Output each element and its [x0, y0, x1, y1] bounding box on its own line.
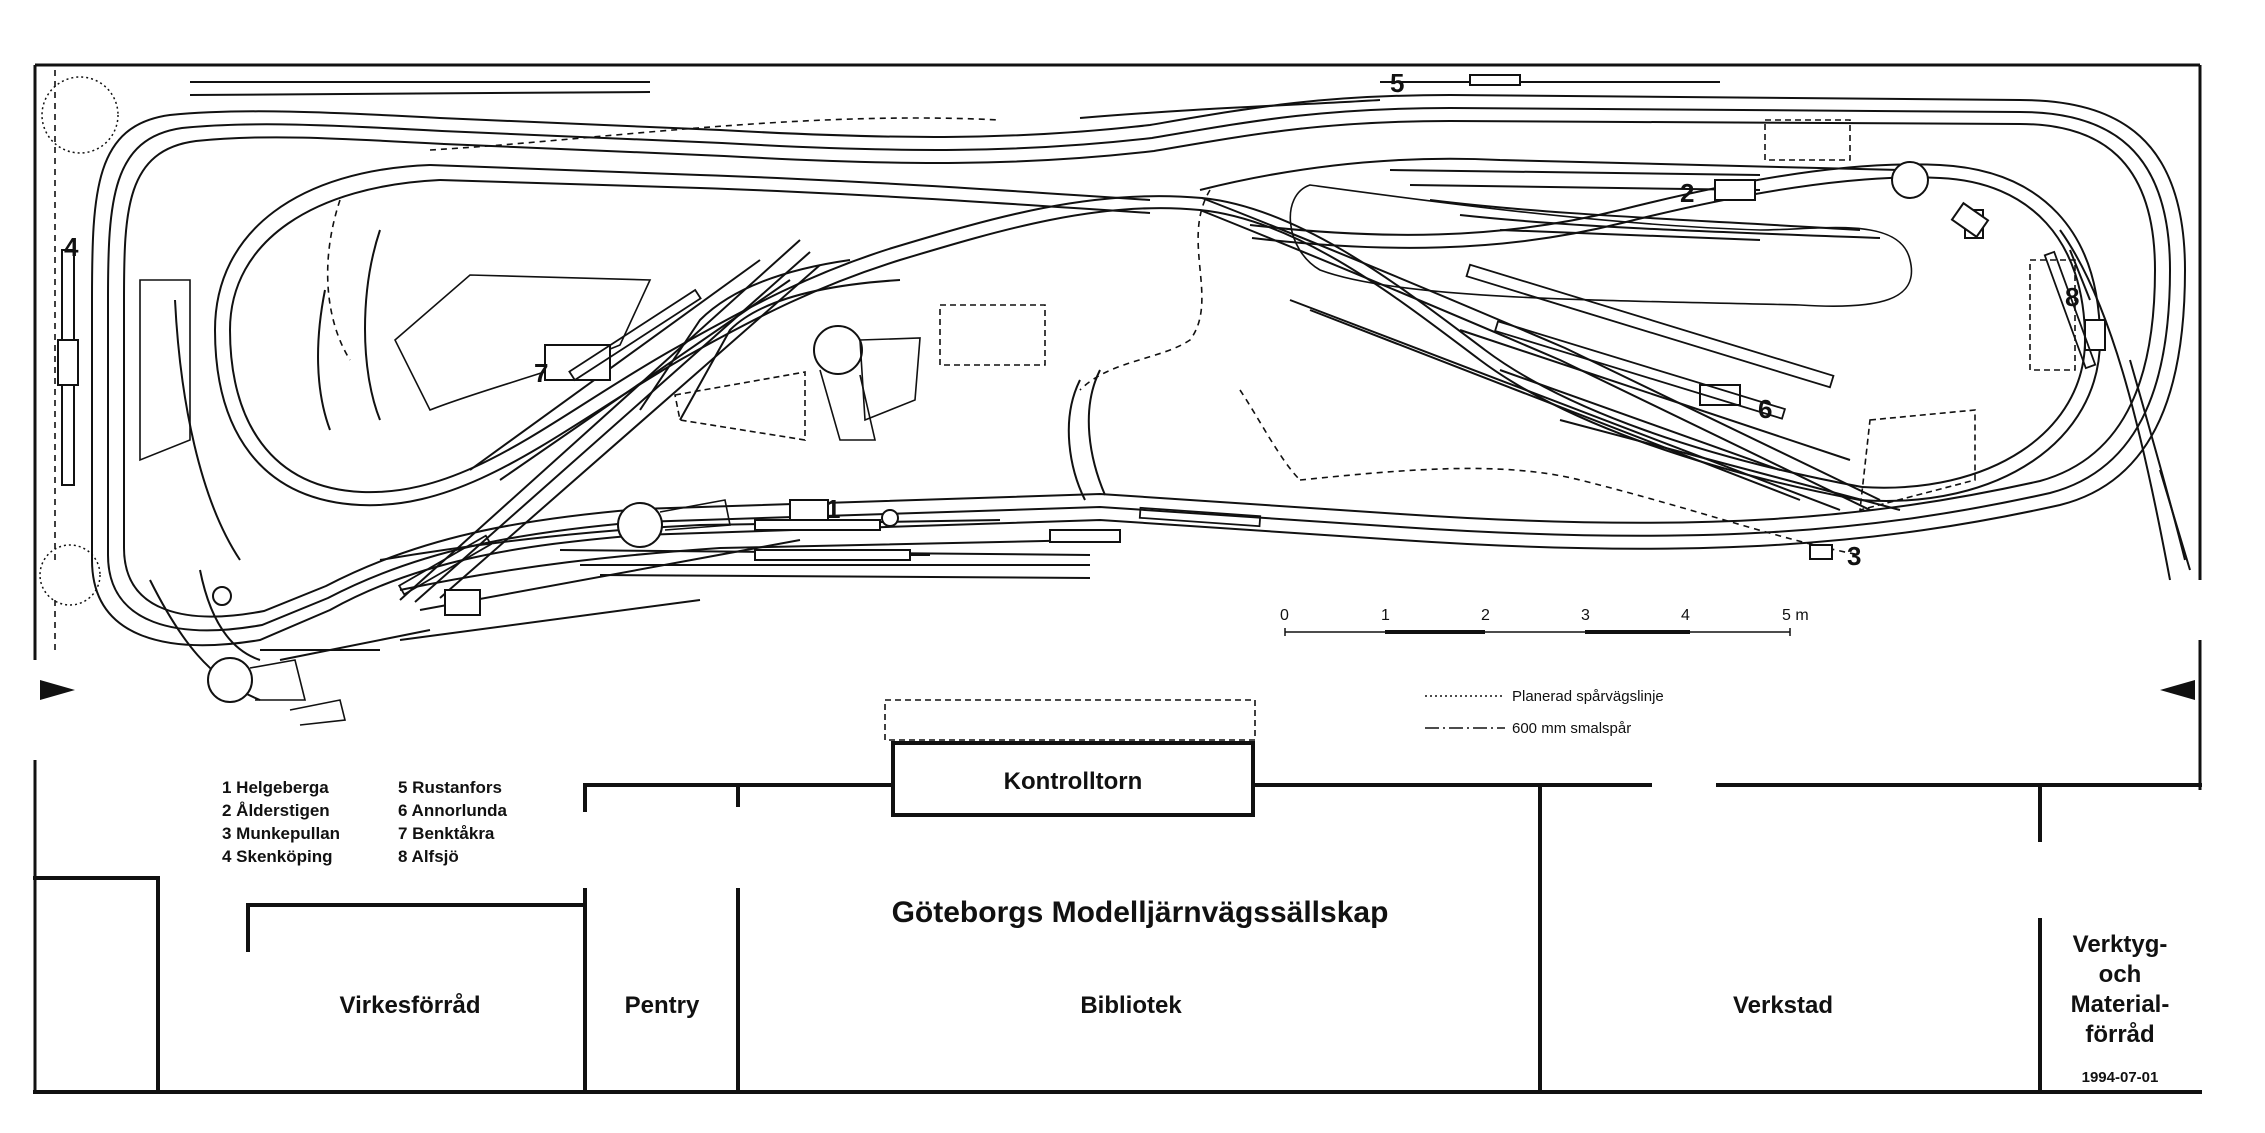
legend-station-4: 4 Skenköping [222, 847, 333, 866]
room-label-tool-store-2: och [2099, 961, 2142, 988]
arrow-right-icon [2160, 680, 2195, 700]
room-label-library: Bibliotek [1080, 992, 1182, 1019]
scale-tick-2: 2 [1481, 607, 1490, 624]
scale-tick-3: 3 [1581, 607, 1590, 624]
station-marker-5: 5 [1390, 68, 1404, 98]
room-label-tool-store-4: förråd [2085, 1021, 2154, 1048]
plan-date: 1994-07-01 [2082, 1069, 2159, 1086]
scenery-outlines [139, 184, 1913, 462]
station-marker-1: 1 [826, 494, 840, 524]
legend-station-2: 2 Ålderstigen [222, 801, 330, 820]
station-markers: 1 2 3 4 5 6 7 8 [64, 68, 2079, 571]
legend-planned-tram: Planerad spårvägslinje [1512, 688, 1664, 705]
legend-station-1: 1 Helgeberga [222, 778, 329, 797]
legend-station-5: 5 Rustanfors [398, 778, 502, 797]
legend-narrow-gauge: 600 mm smalspår [1512, 720, 1631, 737]
room-walls [33, 741, 2202, 1094]
room-label-pantry: Pentry [625, 992, 700, 1019]
layout-boundary [33, 63, 2202, 1092]
line-legend: Planerad spårvägslinje 600 mm smalspår [1425, 688, 1664, 737]
track-network [91, 81, 2191, 701]
station-marker-2: 2 [1680, 178, 1694, 208]
scale-tick-0: 0 [1280, 607, 1289, 624]
station-marker-3: 3 [1847, 541, 1861, 571]
room-label-lumber-store: Virkesförråd [340, 992, 481, 1019]
station-marker-6: 6 [1758, 394, 1772, 424]
dashed-buildings [674, 119, 2076, 741]
turntables [207, 161, 1929, 703]
legend-station-6: 6 Annorlunda [398, 801, 507, 820]
room-label-workshop: Verkstad [1733, 992, 1833, 1019]
legend-station-3: 3 Munkepullan [222, 824, 340, 843]
station-legend: 1 Helgeberga 2 Ålderstigen 3 Munkepullan… [222, 778, 507, 866]
scale-tick-4: 4 [1681, 607, 1690, 624]
station-marker-8: 8 [2065, 282, 2079, 312]
room-label-control-tower: Kontrolltorn [1004, 768, 1143, 795]
station-marker-4: 4 [64, 232, 79, 262]
scale-tick-5: 5 m [1782, 607, 1809, 624]
left-dotted-circles [39, 76, 119, 606]
legend-station-8: 8 Alfsjö [398, 847, 459, 866]
room-labels: Kontrolltorn Göteborgs Modelljärnvägssäl… [340, 768, 2170, 1086]
room-label-tool-store-3: Material- [2071, 991, 2170, 1018]
scale-tick-1: 1 [1381, 607, 1390, 624]
station-marker-7: 7 [534, 358, 548, 388]
station-buildings [57, 74, 2106, 616]
legend-station-7: 7 Benktåkra [398, 824, 495, 843]
roundhouse-stalls [249, 337, 921, 726]
page-title: Göteborgs Modelljärnvägssällskap [892, 896, 1389, 929]
scale-bar: 0 1 2 3 4 5 m [1280, 607, 1809, 636]
platforms [397, 250, 2097, 596]
planned-tram-lines [54, 70, 1861, 650]
room-label-tool-store-1: Verktyg- [2073, 931, 2168, 958]
arrow-left-icon [40, 680, 75, 700]
